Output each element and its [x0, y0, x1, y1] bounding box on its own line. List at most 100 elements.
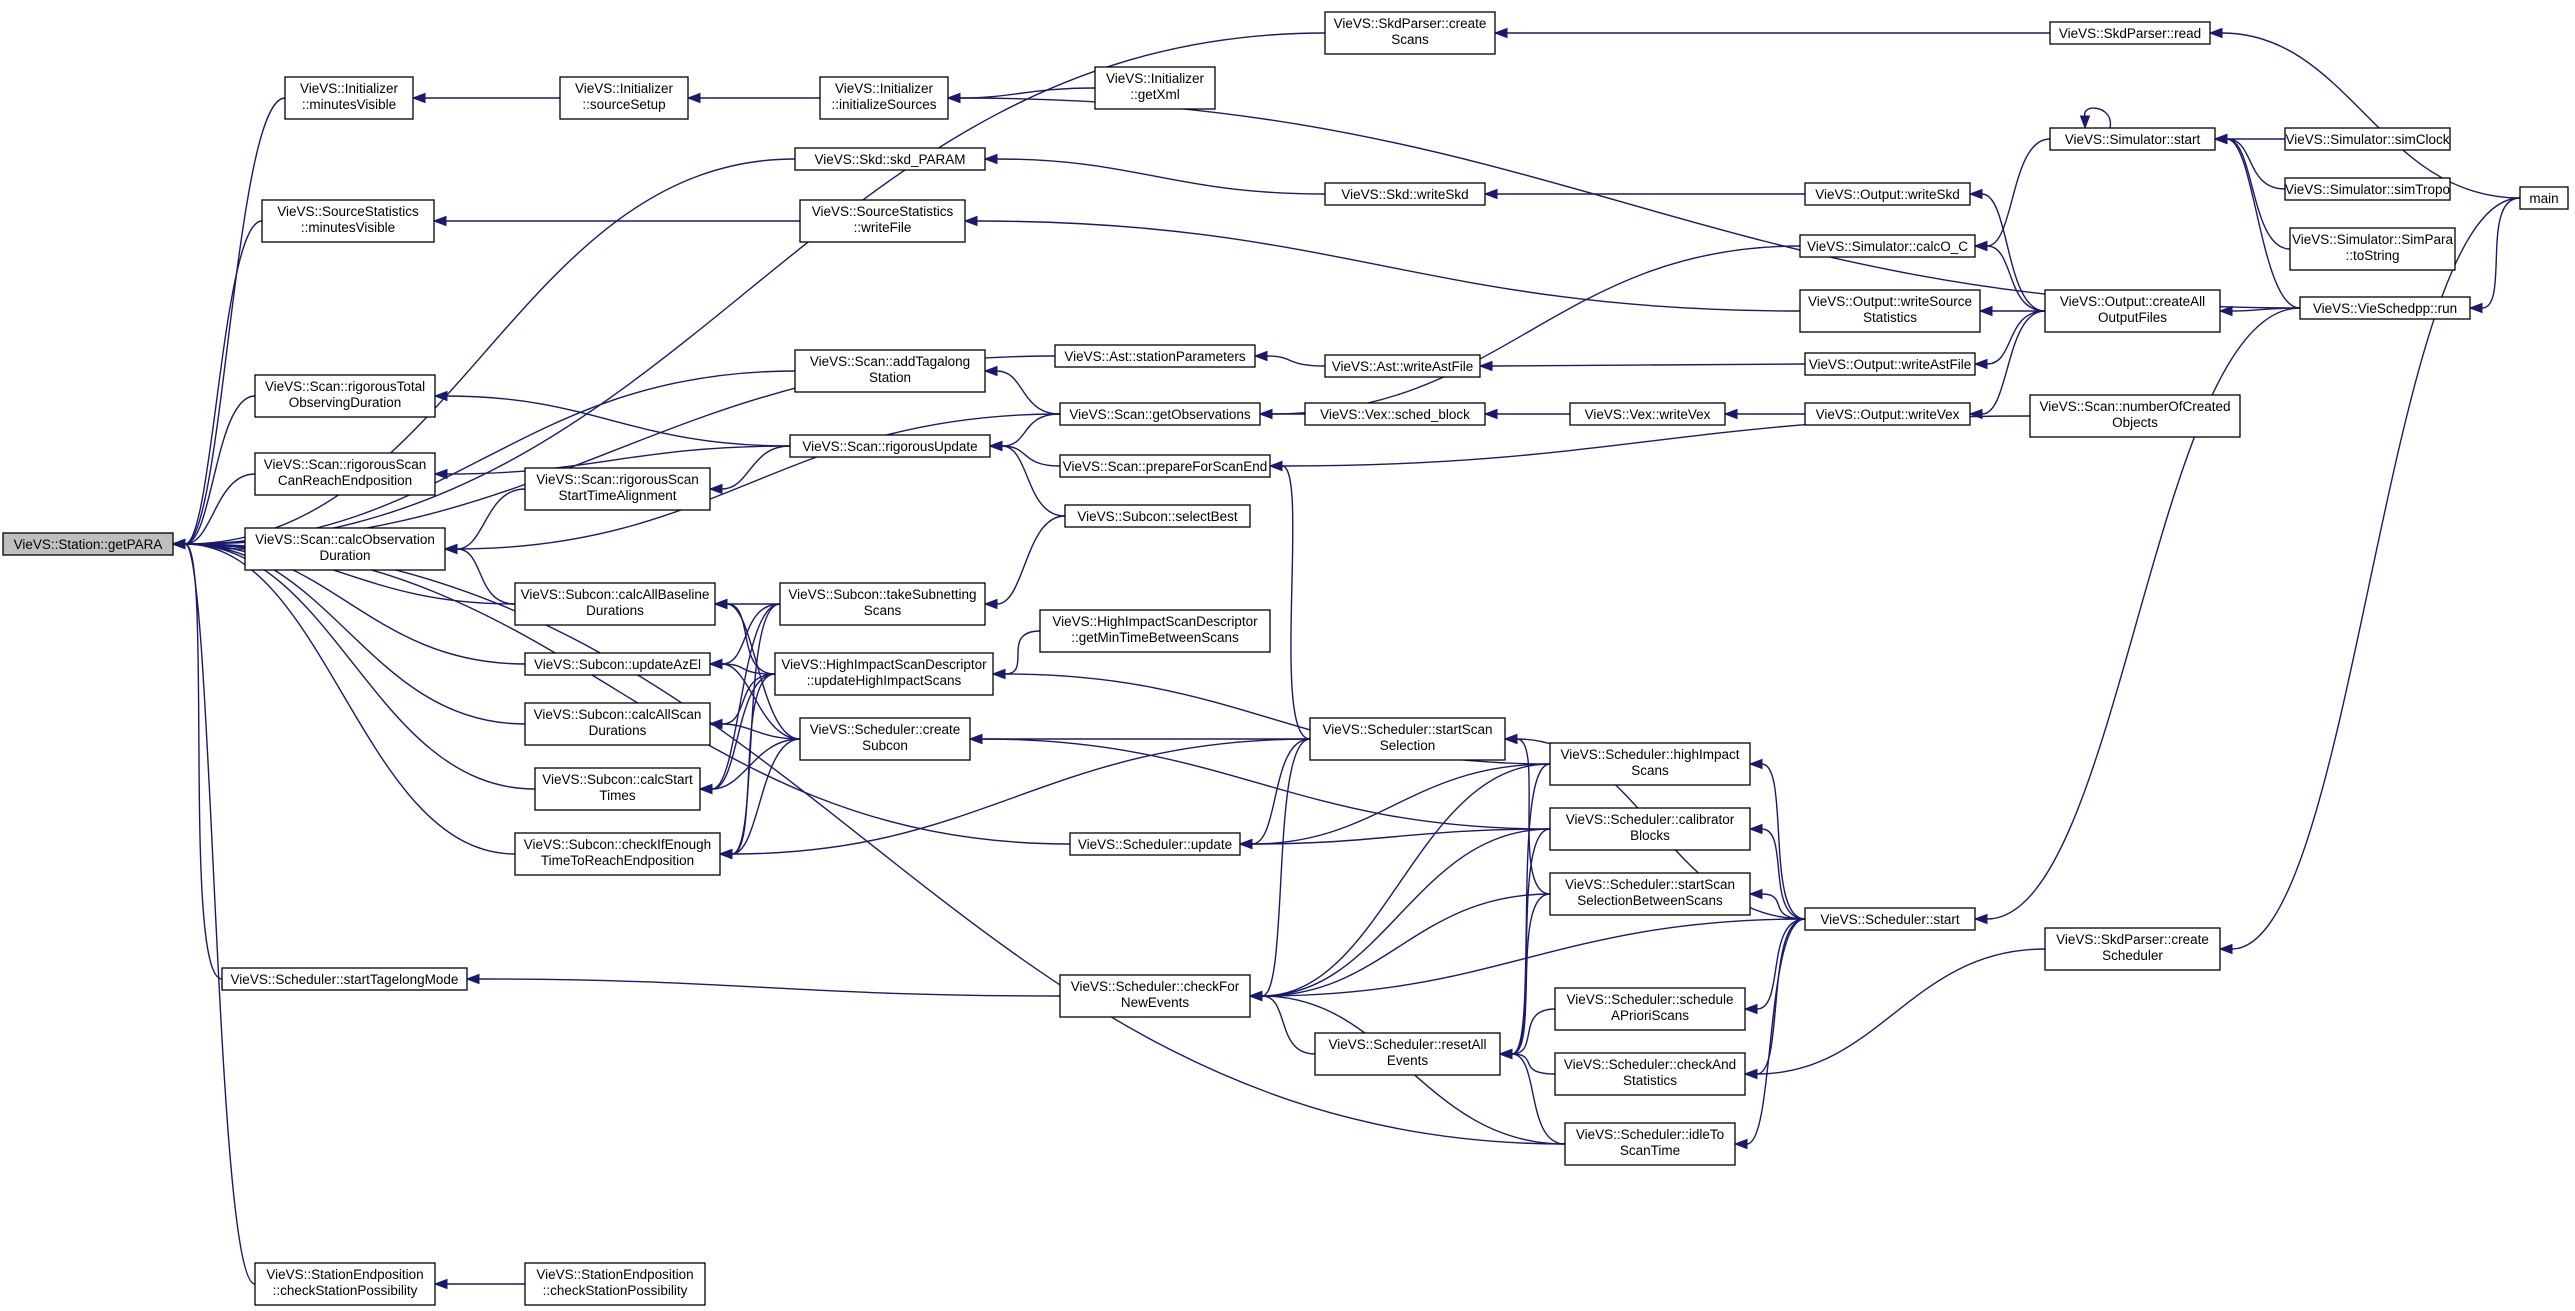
node-vievs-scheduler-starttagelongmode[interactable]: VieVS::Scheduler::startTagelongMode: [221, 967, 468, 991]
node-vievs-ast-stationparameters[interactable]: VieVS::Ast::stationParameters: [1054, 344, 1256, 368]
node-vievs-ast-writeastfile[interactable]: VieVS::Ast::writeAstFile: [1324, 354, 1481, 378]
node-vievs-station-getpara[interactable]: VieVS::Station::getPARA: [2, 532, 174, 556]
edge-line: [996, 515, 1066, 605]
arrowhead-icon: [1503, 733, 1518, 745]
node-vievs-vieschedpp-run[interactable]: VieVS::VieSchedpp::run: [2299, 296, 2471, 320]
edge-line: [2226, 138, 2301, 309]
node-vievs-initializer-minutesvisible[interactable]: VieVS::Initializer::minutesVisible: [284, 76, 414, 120]
node-box: [1059, 974, 1251, 1018]
node-vievs-scan-getobservations[interactable]: VieVS::Scan::getObservations: [1059, 402, 1261, 426]
node-label: Scheduler: [2102, 948, 2163, 963]
node-vievs-scan-prepareforscanend[interactable]: VieVS::Scan::prepareForScanEnd: [1059, 454, 1271, 478]
edge-line: [1516, 738, 1551, 895]
arrowhead-icon: [433, 390, 448, 402]
node-vievs-output-writevex[interactable]: VieVS::Output::writeVex: [1804, 402, 1971, 426]
edge-n20-to-n3: [433, 390, 791, 447]
node-vievs-stationendposition-checkstationpossibility[interactable]: VieVS::StationEndposition::checkStationP…: [524, 1262, 706, 1306]
arrowhead-icon: [1483, 188, 1498, 200]
node-label: VieVS::Initializer: [575, 81, 674, 96]
node-main[interactable]: main: [2519, 186, 2569, 210]
node-vievs-simulator-simpara-tostring[interactable]: VieVS::Simulator::SimPara::toString: [2289, 227, 2456, 271]
node-label: VieVS::SourceStatistics: [812, 204, 954, 219]
node-vievs-vex-writevex[interactable]: VieVS::Vex::writeVex: [1569, 402, 1726, 426]
edge-n54-to-n43: [1743, 948, 2046, 1080]
node-vievs-subcon-updateazel[interactable]: VieVS::Subcon::updateAzEl: [524, 652, 711, 676]
edge-n21-to-n11: [708, 603, 781, 670]
node-vievs-scan-rigorousscanstarttimealignment[interactable]: VieVS::Scan::rigorousScanStartTimeAlignm…: [524, 467, 711, 511]
edge-n36-to-n23: [968, 733, 1310, 745]
node-vievs-scheduler-startscanselectionbetweenscans[interactable]: VieVS::Scheduler::startScanSelectionBetw…: [1549, 872, 1751, 916]
node-vievs-initializer-initializesources[interactable]: VieVS::Initializer::initializeSources: [819, 76, 949, 120]
node-box: [1549, 872, 1751, 916]
node-label: VieVS::Initializer: [835, 81, 934, 96]
edge-n40-to-n30: [1238, 828, 1551, 850]
node-vievs-highimpactscandescriptor-updatehighimpactscans[interactable]: VieVS::HighImpactScanDescriptor::updateH…: [774, 652, 994, 696]
edge-line: [731, 673, 776, 855]
node-vievs-scan-rigorousscancanreachendposition[interactable]: VieVS::Scan::rigorousScanCanReachEndposi…: [254, 452, 436, 496]
edge-n50-to-n40: [1748, 823, 1806, 920]
node-vievs-highimpactscandescriptor-getmintimebetweenscans[interactable]: VieVS::HighImpactScanDescriptor::getMinT…: [1039, 609, 1271, 653]
node-label: VieVS::Scheduler::schedule: [1566, 992, 1733, 1007]
node-vievs-initializer-getxml[interactable]: VieVS::Initializer::getXml: [1094, 66, 1216, 110]
node-vievs-scheduler-update[interactable]: VieVS::Scheduler::update: [1069, 832, 1241, 856]
node-vievs-skd-skd-param[interactable]: VieVS::Skd::skd_PARAM: [794, 147, 986, 171]
node-vievs-sourcestatistics-writefile[interactable]: VieVS::SourceStatistics::writeFile: [799, 199, 966, 243]
node-vievs-skd-writeskd[interactable]: VieVS::Skd::writeSkd: [1324, 182, 1486, 206]
node-box: [1549, 742, 1751, 786]
node-label: VieVS::Subcon::selectBest: [1077, 509, 1238, 524]
node-vievs-simulator-start[interactable]: VieVS::Simulator::start: [2049, 127, 2216, 151]
node-box: [254, 1262, 436, 1306]
edge-line: [1981, 310, 2046, 415]
node-vievs-simulator-simtropo[interactable]: VieVS::Simulator::simTropo: [2284, 177, 2451, 201]
node-box: [284, 76, 414, 120]
edge-line: [1511, 828, 1551, 1055]
node-vievs-output-writeastfile[interactable]: VieVS::Output::writeAstFile: [1804, 352, 1976, 376]
arrowhead-icon: [1238, 838, 1253, 850]
node-vievs-sourcestatistics-minutesvisible[interactable]: VieVS::SourceStatistics::minutesVisible: [261, 199, 435, 243]
node-box: [2284, 127, 2451, 151]
edge-n59-to-n50: [1973, 307, 2301, 925]
node-vievs-stationendposition-checkstationpossibility[interactable]: VieVS::StationEndposition::checkStationP…: [254, 1262, 436, 1306]
arrowhead-icon: [1268, 460, 1283, 472]
node-vievs-initializer-sourcesetup[interactable]: VieVS::Initializer::sourceSetup: [559, 76, 689, 120]
node-vievs-vex-sched-block[interactable]: VieVS::Vex::sched_block: [1304, 402, 1486, 426]
edge-line: [1981, 193, 2046, 312]
edge-line: [1271, 245, 1801, 415]
node-label: VieVS::Output::writeSkd: [1815, 187, 1960, 202]
node-vievs-simulator-calco-c[interactable]: VieVS::Simulator::calcO_C: [1799, 234, 1976, 258]
arrowhead-icon: [2208, 27, 2223, 39]
arrowhead-icon: [983, 365, 998, 377]
node-vievs-simulator-simclock[interactable]: VieVS::Simulator::simClock: [2284, 127, 2451, 151]
node-vievs-scan-rigoroustotalobservingduration[interactable]: VieVS::Scan::rigorousTotalObservingDurat…: [254, 374, 436, 418]
node-vievs-skdparser-read[interactable]: VieVS::SkdParser::read: [2049, 21, 2211, 45]
node-vievs-output-writeskd[interactable]: VieVS::Output::writeSkd: [1804, 182, 1971, 206]
node-vievs-scheduler-start[interactable]: VieVS::Scheduler::start: [1804, 907, 1976, 931]
node-vievs-scan-rigorousupdate[interactable]: VieVS::Scan::rigorousUpdate: [789, 434, 991, 458]
node-vievs-subcon-selectbest[interactable]: VieVS::Subcon::selectBest: [1064, 504, 1251, 528]
edge-line: [184, 543, 536, 790]
node-vievs-subcon-checkifenoughtimetoreachendposition[interactable]: VieVS::Subcon::checkIfEnoughTimeToReachE…: [514, 832, 721, 876]
node-box: [1069, 832, 1241, 856]
edge-n26-to-n19: [983, 365, 1061, 415]
